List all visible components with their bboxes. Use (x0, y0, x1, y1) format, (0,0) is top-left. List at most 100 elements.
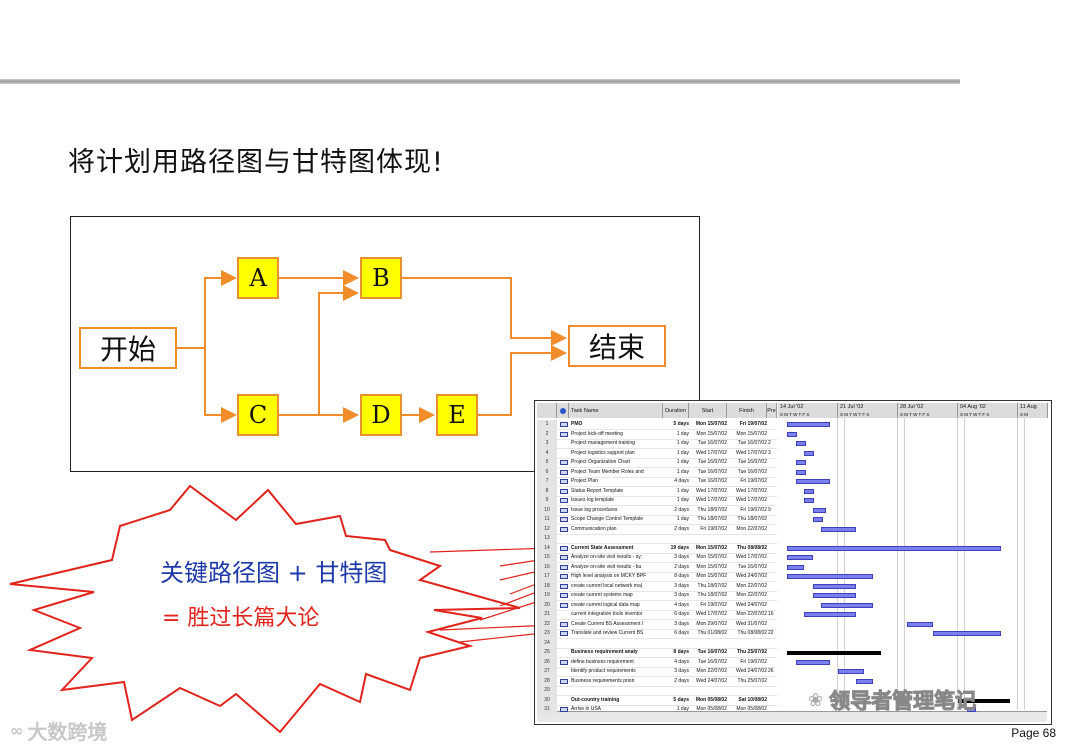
task-note-icon (560, 422, 568, 427)
gantt-row-divider (537, 505, 777, 506)
gantt-cell-start: Wed 17/07/02 (695, 611, 727, 617)
gantt-gridline (897, 418, 898, 710)
gantt-row-number: 27 (537, 667, 557, 677)
gantt-row-number: 22 (537, 619, 557, 629)
gantt-cell-start: Tue 16/07/02 (697, 658, 727, 665)
gantt-row-number: 15 (537, 553, 557, 563)
gantt-cell-name: Communication plan (571, 525, 617, 532)
gantt-row-divider (537, 552, 777, 554)
gantt-hdr-duration: Duration (663, 403, 689, 418)
edge-e-end (478, 345, 567, 416)
gantt-cell-finish: Wed 31/07/02 (735, 620, 767, 627)
gantt-week-5: 11 Aug (1018, 403, 1048, 411)
task-note-icon (560, 621, 568, 627)
slide-title: 将计划用路径图与甘特图体现! (68, 147, 444, 178)
gantt-cell-start: Mon 15/07/02 (695, 544, 727, 551)
gantt-cell-dur: 1 day (676, 459, 689, 465)
gantt-cell-dur: 2 days (674, 506, 689, 513)
gantt-row-divider (537, 695, 777, 696)
edge-c-b (279, 285, 359, 416)
gantt-cell-finish: Mon 15/07/02 (736, 430, 767, 437)
gantt-cell-start: Tue 16/07/02 (697, 649, 727, 655)
task-note-icon (560, 498, 568, 503)
gantt-cell-finish: Fri 19/07/02 (740, 506, 767, 513)
gantt-cell-dur: 5 days (673, 696, 689, 703)
gantt-cell-start: Tue 16/07/02 (697, 459, 727, 465)
gantt-row-number: 9 (537, 496, 557, 506)
task-note-icon (560, 488, 568, 494)
gantt-cell-dur: 6 days (674, 630, 689, 636)
gantt-task-bar (906, 621, 933, 627)
gantt-gridline (844, 418, 845, 710)
gantt-cell-start: Mon 29/07/02 (696, 620, 727, 627)
gantt-cell-name: Project logistics support plan (571, 449, 635, 456)
gantt-cell-pre: 3 (768, 449, 771, 456)
gantt-cell-start: Mon 15/07/02 (696, 554, 727, 560)
gantt-cell-finish: Mon 22/07/02 (736, 525, 767, 532)
gantt-row-number: 7 (537, 477, 557, 487)
gantt-cell-dur: 1 day (676, 440, 689, 446)
node-a: A (237, 257, 279, 299)
gantt-row-number: 26 (537, 657, 557, 667)
gantt-cell-dur: 3 days (674, 582, 689, 589)
gantt-task-bar (804, 498, 815, 503)
gantt-row-number: 19 (537, 591, 557, 601)
task-note-icon (560, 507, 568, 513)
gantt-row-number: 20 (537, 600, 557, 610)
network-diagram: 开始 A B C D E 结束 (70, 216, 700, 472)
gantt-cell-start: Mon 05/08/02 (696, 706, 727, 712)
gantt-cell-start: Fri 19/07/02 (700, 525, 727, 532)
gantt-cell-dur: 1 day (676, 487, 689, 494)
gantt-cell-start: Tue 16/07/02 (697, 468, 727, 475)
gantt-cell-dur: 5 days (673, 421, 689, 427)
task-note-icon (560, 555, 568, 560)
gantt-cell-name: current integration tools inventor (571, 611, 643, 617)
gantt-gridline (1024, 418, 1025, 710)
gantt-hdr-task: Task Name (569, 403, 663, 418)
gantt-cell-name: Business requirement analy (571, 649, 638, 655)
gantt-cell-start: Mon 22/07/02 (696, 668, 727, 674)
gantt-cell-dur: 3 days (674, 668, 689, 674)
gantt-gridline (1017, 418, 1018, 710)
gantt-cell-name: PMO (571, 421, 583, 427)
gantt-cell-name: Issue log procedures (571, 506, 618, 513)
gantt-scrollbar[interactable] (537, 711, 1047, 722)
gantt-row-number: 11 (537, 515, 557, 525)
task-note-icon (560, 631, 568, 636)
gantt-row-number: 24 (537, 638, 557, 648)
gantt-row-divider (537, 657, 777, 658)
burst-line-2: = 胜过长篇大论 (162, 606, 320, 631)
watermark-right-text: 领导者管理笔记 (829, 689, 977, 714)
watermark-left-text: 大数跨境 (27, 720, 108, 744)
gantt-row-number: 13 (537, 534, 557, 544)
task-note-icon (560, 564, 568, 570)
gantt-cell-dur: 2 days (674, 677, 689, 684)
gantt-task-bar (795, 469, 806, 475)
gantt-cell-finish: Thu 08/08/02 (736, 544, 767, 551)
gantt-task-bar (795, 659, 830, 665)
edge-start-a (177, 270, 237, 349)
gantt-cell-start: Thu 18/07/02 (697, 506, 727, 513)
gantt-cell-start: Mon 15/07/02 (696, 573, 727, 579)
gantt-cell-finish: Thu 25/07/02 (736, 649, 767, 655)
gantt-cell-dur: 4 days (674, 658, 689, 665)
edge-b-end (402, 277, 567, 346)
gantt-row-divider (537, 514, 777, 516)
gantt-cell-dur: 8 days (673, 649, 689, 655)
gantt-cell-finish: Fri 19/07/02 (739, 421, 767, 427)
page-number: Page 68 (1011, 726, 1056, 740)
gantt-row-divider (537, 571, 777, 573)
task-note-icon (560, 583, 568, 589)
gantt-week-4: 04 Aug '02 (958, 403, 1018, 411)
gantt-cell-dur: 1 day (676, 516, 689, 522)
gantt-row-divider (537, 467, 777, 468)
gantt-cell-name: Analyze on-site visit results - bu (571, 563, 642, 570)
gantt-days-2: S M T W T F S (838, 411, 898, 418)
gantt-task-bar (787, 422, 830, 427)
gantt-days-5: S M (1018, 411, 1048, 418)
gantt-task-bar (812, 583, 856, 589)
gantt-row-number: 28 (537, 676, 557, 686)
gantt-cell-name: Translate and review Current BS (571, 630, 644, 636)
gantt-row-divider (537, 581, 777, 582)
gantt-row-divider (537, 647, 777, 649)
